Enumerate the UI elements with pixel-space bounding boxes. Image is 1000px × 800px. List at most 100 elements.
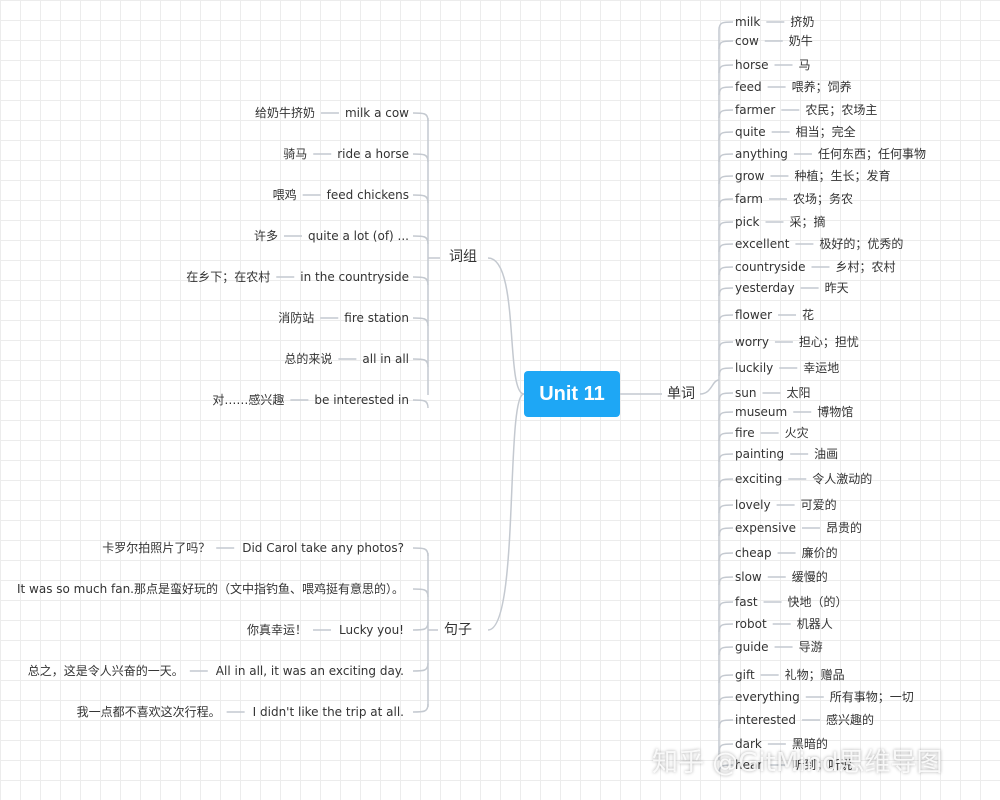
word-zh[interactable]: 礼物；赠品 [784, 668, 845, 682]
connector [718, 696, 734, 706]
word-en[interactable]: museum [735, 405, 788, 419]
branch-words[interactable]: 单词 [667, 386, 695, 402]
word-en[interactable]: anything [735, 147, 788, 161]
phrase-en[interactable]: all in all [362, 352, 409, 366]
phrase-zh[interactable]: 在乡下；在农村 [186, 270, 271, 284]
connector [718, 623, 734, 633]
word-en[interactable]: dark [735, 737, 762, 751]
sentence-en[interactable]: All in all, it was an exciting day. [215, 664, 404, 678]
word-zh[interactable]: 奶牛 [788, 34, 813, 48]
word-en[interactable]: horse [735, 58, 769, 72]
word-zh[interactable]: 幸运地 [803, 361, 840, 375]
phrase-en[interactable]: quite a lot (of) ... [307, 229, 409, 243]
word-zh[interactable]: 令人激动的 [812, 472, 873, 486]
sentence-zh[interactable]: 卡罗尔拍照片了吗？ [102, 541, 211, 555]
word-zh[interactable]: 博物馆 [817, 405, 854, 419]
word-en[interactable]: grow [735, 169, 765, 183]
connector [412, 547, 429, 557]
phrase-zh[interactable]: 骑马 [283, 147, 308, 161]
word-zh[interactable]: 相当；完全 [795, 125, 856, 139]
phrase-zh[interactable]: 许多 [253, 229, 278, 243]
sentence-zh[interactable]: 总之，这是令人兴奋的一天。 [27, 664, 184, 678]
word-en[interactable]: robot [735, 617, 767, 631]
word-zh[interactable]: 农场；务农 [793, 192, 854, 206]
word-en[interactable]: quite [735, 125, 766, 139]
word-zh[interactable]: 导游 [798, 640, 823, 654]
word-zh[interactable]: 感兴趣的 [826, 713, 875, 727]
word-zh[interactable]: 任何东西；任何事物 [817, 147, 926, 161]
word-en[interactable]: fire [735, 426, 755, 440]
word-en[interactable]: slow [735, 570, 762, 584]
word-zh[interactable]: 马 [798, 58, 811, 72]
word-en[interactable]: flower [735, 308, 773, 322]
word-zh[interactable]: 采；摘 [789, 215, 826, 229]
word-zh[interactable]: 农民；农场主 [805, 103, 878, 117]
word-en[interactable]: expensive [735, 521, 796, 535]
sentence-zh[interactable]: 你真幸运！ [247, 623, 308, 637]
word-en[interactable]: gift [735, 668, 755, 682]
word-zh[interactable]: 昨天 [824, 281, 849, 295]
phrase-zh[interactable]: 消防站 [278, 311, 315, 325]
sentence-zh[interactable]: 我一点都不喜欢这次行程。 [76, 705, 221, 719]
word-zh[interactable]: 油画 [814, 447, 839, 461]
word-zh[interactable]: 极好的；优秀的 [819, 237, 904, 251]
word-en[interactable]: pick [735, 215, 760, 229]
word-en[interactable]: cheap [735, 546, 772, 560]
word-zh[interactable]: 可爱的 [800, 498, 837, 512]
word-en[interactable]: excellent [735, 237, 790, 251]
phrase-en[interactable]: in the countryside [300, 270, 409, 284]
phrase-zh[interactable]: 对……感兴趣 [212, 393, 285, 407]
phrase-zh[interactable]: 给奶牛挤奶 [254, 106, 315, 120]
word-en[interactable]: hear [735, 758, 763, 772]
word-en[interactable]: farm [735, 192, 763, 206]
branch-phrases[interactable]: 词组 [449, 249, 477, 265]
word-en[interactable]: guide [735, 640, 769, 654]
word-zh[interactable]: 挤奶 [790, 15, 815, 29]
word-en[interactable]: countryside [735, 260, 806, 274]
sentence-en[interactable]: Lucky you! [339, 623, 404, 637]
phrase-en[interactable]: milk a cow [344, 106, 409, 120]
word-en[interactable]: worry [735, 335, 769, 349]
word-zh[interactable]: 缓慢的 [791, 570, 828, 584]
word-zh[interactable]: 机器人 [796, 617, 833, 631]
word-en[interactable]: cow [735, 34, 759, 48]
word-en[interactable]: everything [735, 690, 800, 704]
branch-sentences[interactable]: 句子 [444, 622, 472, 638]
word-zh[interactable]: 乡村；农村 [835, 260, 896, 274]
phrase-en[interactable]: ride a horse [337, 147, 409, 161]
word-zh[interactable]: 火灾 [784, 426, 809, 440]
word-zh[interactable]: 种植；生长；发育 [794, 169, 891, 183]
word-zh[interactable]: 喂养；饲养 [791, 80, 852, 94]
word-zh[interactable]: 太阳 [786, 386, 811, 400]
phrase-en[interactable]: feed chickens [326, 188, 409, 202]
word-en[interactable]: milk [735, 15, 761, 29]
word-zh[interactable]: 昂贵的 [825, 521, 862, 535]
word-zh[interactable]: 所有事物；一切 [829, 690, 914, 704]
word-en[interactable]: fast [735, 595, 758, 609]
word-zh[interactable]: 廉价的 [801, 546, 838, 560]
connector [718, 341, 734, 351]
root-node[interactable]: Unit 11 [524, 371, 620, 417]
word-zh[interactable]: 花 [802, 308, 815, 322]
word-en[interactable]: interested [735, 713, 797, 727]
sentence-en[interactable]: Did Carol take any photos? [242, 541, 404, 555]
word-en[interactable]: painting [735, 447, 785, 461]
word-en[interactable]: yesterday [735, 281, 795, 295]
word-en[interactable]: lovely [735, 498, 771, 512]
word-en[interactable]: luckily [735, 361, 774, 375]
word-zh[interactable]: 担心；担忧 [798, 335, 859, 349]
word-en[interactable]: feed [735, 80, 762, 94]
word-en[interactable]: sun [735, 386, 757, 400]
word-en[interactable]: exciting [735, 472, 783, 486]
word-zh[interactable]: 听到；听说 [792, 758, 853, 772]
phrase-en[interactable]: be interested in [314, 393, 409, 407]
phrase-en[interactable]: fire station [344, 311, 409, 325]
sentence-text[interactable]: It was so much fan.那点是蛮好玩的（文中指钓鱼、喂鸡挺有意思的… [16, 582, 404, 596]
phrase-zh[interactable]: 喂鸡 [272, 188, 297, 202]
phrase-zh[interactable]: 总的来说 [284, 352, 333, 366]
word-zh[interactable]: 黑暗的 [791, 737, 828, 751]
word-zh[interactable]: 快地（的） [787, 595, 848, 609]
word-en[interactable]: farmer [735, 103, 776, 117]
sentence-en[interactable]: I didn't like the trip at all. [252, 705, 404, 719]
